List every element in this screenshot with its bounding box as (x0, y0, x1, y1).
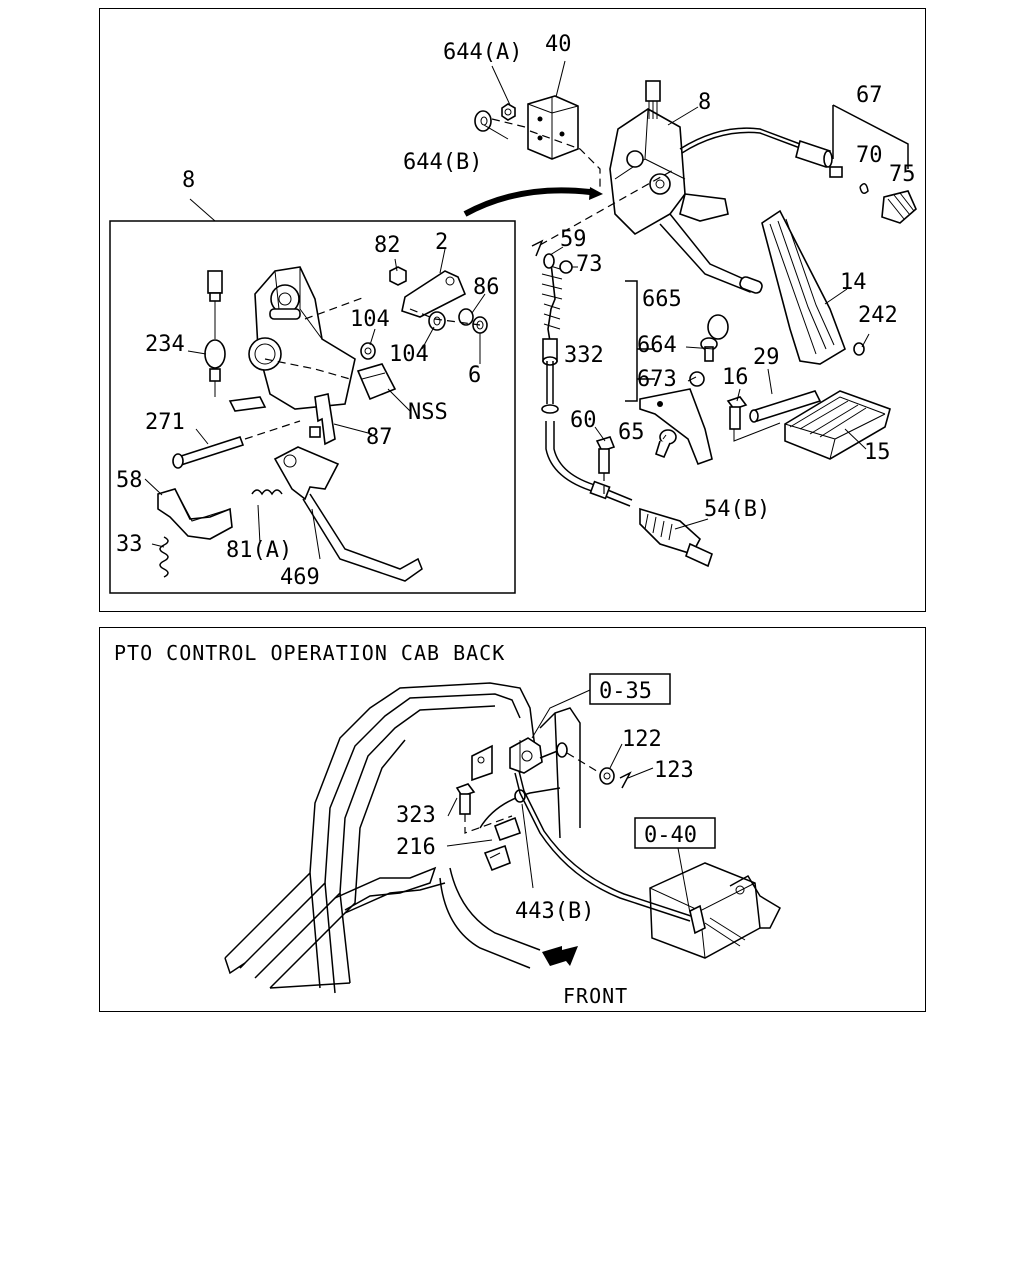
plate-2-part (401, 270, 467, 318)
washer-644b-part (474, 110, 492, 132)
callout-15: 15 (864, 440, 891, 465)
bolt-60-part (595, 436, 616, 474)
callout-58: 58 (116, 468, 143, 493)
callout-73: 73 (576, 252, 603, 277)
callout-14: 14 (840, 270, 867, 295)
callout-673: 673 (637, 367, 677, 392)
callout-271: 271 (145, 410, 185, 435)
clip-70-part (859, 183, 869, 194)
callout-59: 59 (560, 227, 587, 252)
bolt-16-part (726, 396, 748, 430)
inset-frame (109, 220, 516, 594)
nut-644a-part (501, 103, 516, 121)
spring-81a-part (251, 489, 283, 496)
callout-443b: 443(B) (515, 899, 594, 924)
cable-end-67-part (795, 139, 843, 178)
callout-644b: 644(B) (403, 150, 482, 175)
pedal-pad-15-part (784, 390, 891, 460)
callout-nss: NSS (408, 400, 448, 425)
front-label: FRONT (563, 984, 628, 1008)
callout-665: 665 (642, 287, 682, 312)
callout-216: 216 (396, 835, 436, 860)
clutch-bracket-part (228, 266, 356, 412)
ref-box-035 (589, 673, 671, 705)
washer-86-part (458, 308, 474, 326)
callout-8-inset: 8 (182, 168, 195, 193)
bottom-diagram-panel: PTO CONTROL OPERATION CAB BACK (99, 627, 926, 1012)
callout-60: 60 (570, 408, 597, 433)
callout-242: 242 (858, 303, 898, 328)
callout-8-upper: 8 (698, 90, 711, 115)
bracket-216-part (483, 816, 522, 872)
callout-33: 33 (116, 532, 143, 557)
ref-035-label: 0-35 (599, 679, 652, 704)
callout-6: 6 (468, 363, 481, 388)
front-arrow-icon (542, 946, 578, 966)
callout-16: 16 (722, 365, 749, 390)
bolt-323-part (455, 783, 476, 815)
washer-242-part (853, 342, 865, 356)
callout-54b: 54(B) (704, 497, 770, 522)
ref-040-label: 0-40 (644, 823, 697, 848)
switch-234-part (204, 270, 226, 397)
washer-104b-part (428, 311, 446, 331)
callout-644a: 644(A) (443, 40, 522, 65)
callout-104-right: 104 (389, 342, 429, 367)
top-diagram-panel: 644(A) 40 8 644(B) 67 70 75 8 82 2 86 10… (99, 8, 926, 612)
bolt-271-part (172, 436, 245, 469)
callout-123: 123 (654, 758, 694, 783)
callout-65: 65 (618, 420, 645, 445)
cap-665-part (707, 314, 729, 340)
pin-29-part (749, 390, 822, 423)
bolt-65-part (655, 429, 677, 459)
accelerator-pedal-14-part (761, 209, 846, 365)
leader-lines (144, 60, 870, 560)
pto-control-drawing: PTO CONTROL OPERATION CAB BACK (114, 641, 781, 1008)
nut-673-part (689, 371, 705, 387)
clip-59-part (531, 239, 544, 257)
knob-75-part (881, 190, 917, 224)
callout-469: 469 (280, 565, 320, 590)
callout-87: 87 (366, 425, 393, 450)
section-title: PTO CONTROL OPERATION CAB BACK (114, 641, 505, 665)
cab-back-frame (224, 682, 581, 994)
callout-122: 122 (622, 727, 662, 752)
bracket-58-part (157, 488, 233, 540)
callout-86: 86 (473, 275, 500, 300)
callout-81a: 81(A) (226, 538, 292, 563)
direction-arrow (463, 187, 591, 217)
bolt-664-part (700, 337, 718, 362)
washer-73-part (559, 260, 573, 274)
callout-67: 67 (856, 83, 883, 108)
ref-box-040 (634, 817, 716, 849)
washer-104a-part (360, 342, 376, 360)
clutch-pedal-469-part (273, 446, 423, 582)
pedal-assembly-drawing: 644(A) 40 8 644(B) 67 70 75 8 82 2 86 10… (109, 32, 917, 594)
spring-33-part (159, 536, 169, 578)
callout-70: 70 (856, 143, 883, 168)
callout-2: 2 (435, 230, 448, 255)
nss-bracket-part (356, 363, 397, 401)
bracket-332-part (639, 388, 713, 466)
pto-lever-part (471, 737, 568, 782)
callout-82: 82 (374, 233, 401, 258)
callout-332: 332 (564, 343, 604, 368)
accelerator-bracket-part (609, 80, 763, 294)
callout-234: 234 (145, 332, 185, 357)
cable-54b-part (541, 253, 713, 568)
washer-122-part (599, 767, 615, 785)
clip-123-part (619, 771, 632, 789)
bracket-87-part (309, 393, 336, 446)
callout-75: 75 (889, 162, 916, 187)
callout-664: 664 (637, 333, 677, 358)
bracket-40-part (527, 95, 579, 160)
callout-104-left: 104 (350, 307, 390, 332)
cable-443b-part (514, 770, 695, 922)
control-box-part (649, 862, 781, 959)
callout-323: 323 (396, 803, 436, 828)
nut-82-part (389, 266, 407, 286)
leader-lines-bottom (446, 689, 691, 914)
callout-40: 40 (545, 32, 572, 57)
callout-29: 29 (753, 345, 780, 370)
